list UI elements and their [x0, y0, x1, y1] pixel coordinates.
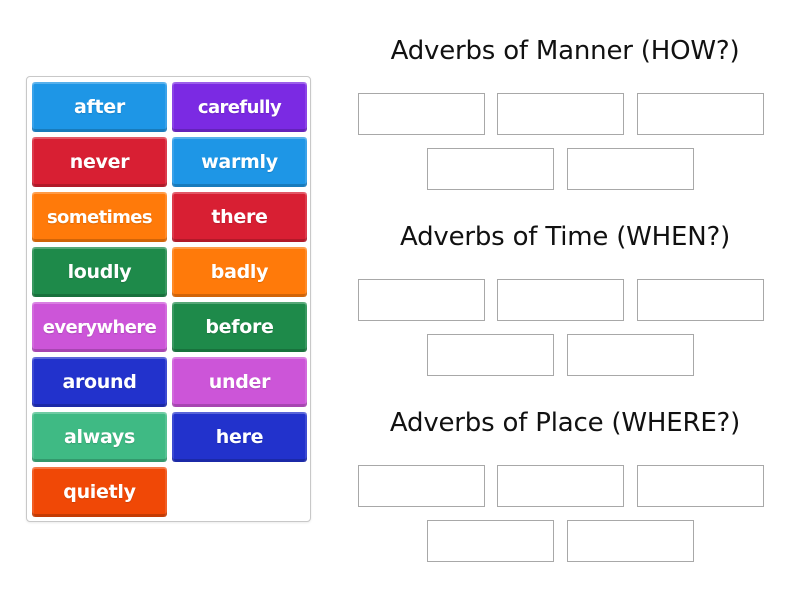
word-tile-loudly[interactable]: loudly [32, 247, 167, 297]
word-tile-warmly[interactable]: warmly [172, 137, 307, 187]
drop-slot[interactable] [567, 148, 694, 190]
drop-slot[interactable] [427, 334, 554, 376]
word-tile-everywhere[interactable]: everywhere [32, 302, 167, 352]
drop-slot[interactable] [497, 465, 624, 507]
drop-slot[interactable] [567, 334, 694, 376]
group-title: Adverbs of Manner (HOW?) [390, 36, 740, 66]
word-tile-carefully[interactable]: carefully [172, 82, 307, 132]
word-tile-badly[interactable]: badly [172, 247, 307, 297]
drop-slot[interactable] [637, 93, 764, 135]
word-tile-never[interactable]: never [32, 137, 167, 187]
drop-slot[interactable] [427, 148, 554, 190]
group-title: Adverbs of Place (WHERE?) [389, 408, 741, 438]
word-tile-before[interactable]: before [172, 302, 307, 352]
word-tile-always[interactable]: always [32, 412, 167, 462]
word-tile-there[interactable]: there [172, 192, 307, 242]
drop-slot[interactable] [567, 520, 694, 562]
drop-slot[interactable] [497, 279, 624, 321]
drop-slot[interactable] [358, 93, 485, 135]
word-tile-under[interactable]: under [172, 357, 307, 407]
drop-slot[interactable] [637, 465, 764, 507]
word-tile-quietly[interactable]: quietly [32, 467, 167, 517]
word-tile-here[interactable]: here [172, 412, 307, 462]
drop-slot[interactable] [497, 93, 624, 135]
drop-slot[interactable] [358, 279, 485, 321]
word-tile-sometimes[interactable]: sometimes [32, 192, 167, 242]
word-tile-around[interactable]: around [32, 357, 167, 407]
drop-slot[interactable] [427, 520, 554, 562]
drop-slot[interactable] [637, 279, 764, 321]
drop-slot[interactable] [358, 465, 485, 507]
group-title: Adverbs of Time (WHEN?) [399, 222, 731, 252]
word-tile-after[interactable]: after [32, 82, 167, 132]
